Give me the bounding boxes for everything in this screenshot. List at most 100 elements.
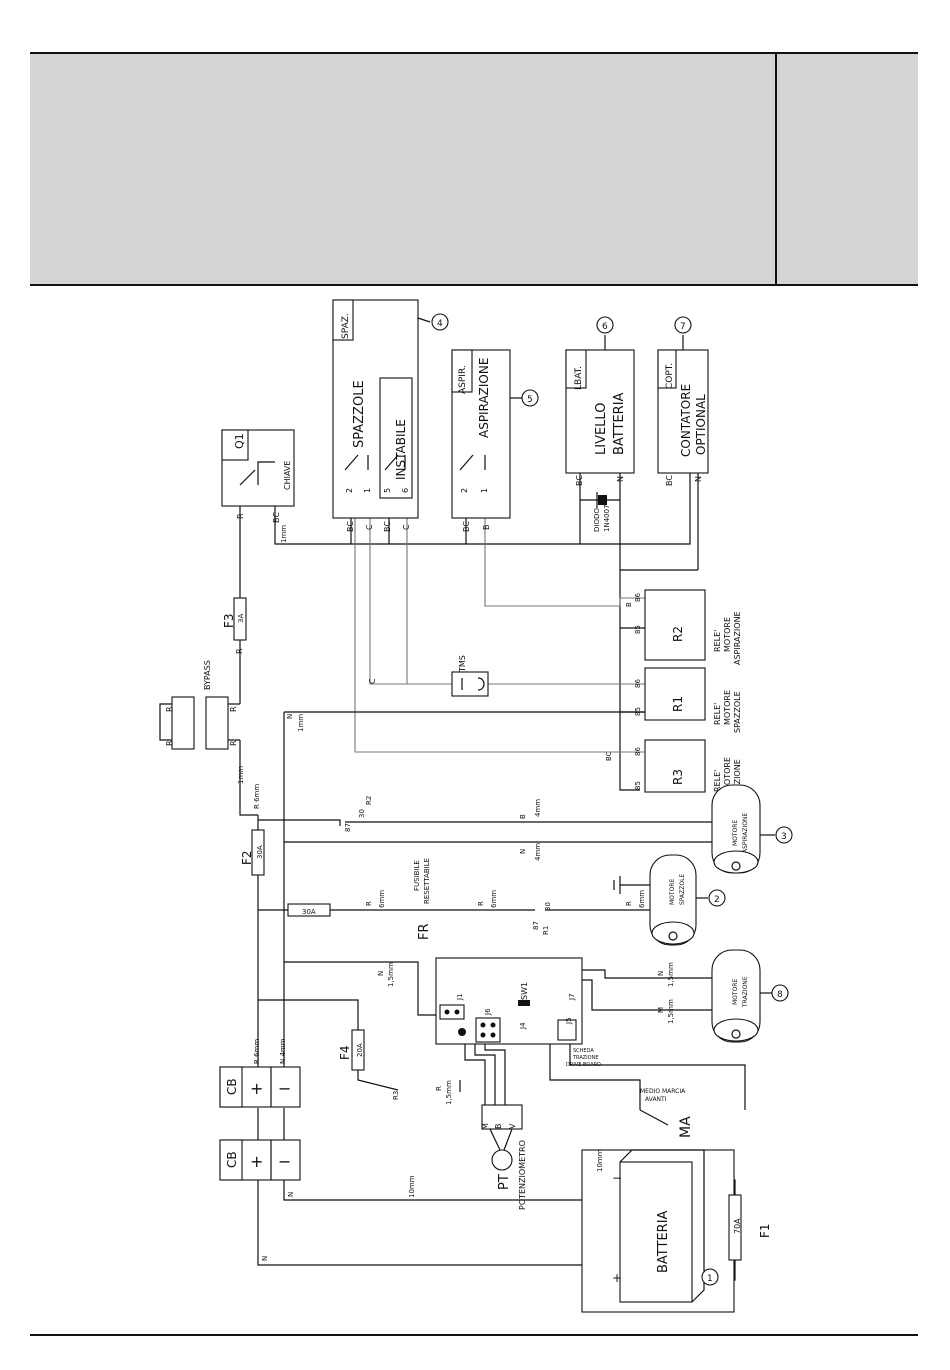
r2-line2: MOTORE <box>723 617 732 652</box>
tms-thermal: TMS C <box>368 655 489 697</box>
potentiometer: M B V PT POTENZIOMETRO <box>481 1104 527 1210</box>
wl-b-r2: B <box>625 602 633 607</box>
copt-name2: OPTIONAL <box>694 394 708 455</box>
wl-n-842: N <box>519 849 527 854</box>
tms-wire-c: C <box>368 678 377 684</box>
aspir-wire-b: B <box>482 525 491 531</box>
wl-15mm-r3: 1,5mm <box>445 1080 453 1105</box>
wl-n-1200: N <box>287 1192 295 1197</box>
pt-pin-b: B <box>494 1124 503 1130</box>
ma-line1: MEDIO MARCIA <box>640 1088 686 1095</box>
q1-wire-bc: BC <box>272 512 281 523</box>
wl-m-traz: M <box>657 1007 665 1013</box>
wl-r3: R3 <box>392 1091 400 1100</box>
cb1-plus: + <box>250 1079 263 1098</box>
wl-n-962: N <box>377 971 385 976</box>
fr-line2: RESETTABILE <box>423 858 431 904</box>
contatore-optional: COPT. CONTATORE OPTIONAL BC N 7 <box>657 316 709 486</box>
lbat-name1: LIVELLO <box>594 403 609 455</box>
motor-trazione: MOTORE TRAZIONE 8 <box>711 949 789 1043</box>
q1-wire-r: R <box>236 513 245 519</box>
spaz-ref: 4 <box>437 319 443 329</box>
spaz-pin-6: 6 <box>401 488 410 493</box>
wl-15mm-962: 1,5mm <box>387 962 395 987</box>
wl-15mm-traz1: 1,5mm <box>667 962 675 987</box>
bypass-r3: R <box>229 706 238 712</box>
fuse-f1: 70A F1 <box>728 1194 772 1261</box>
relay-r1: R1 86 85 RELE' MOTORE SPAZZOLE <box>634 667 742 733</box>
aspir-tag: ASPIR. <box>458 365 468 394</box>
fuse-f2: 30A F2 R 6mm <box>240 784 265 876</box>
battery-name: BATTERIA <box>656 1210 671 1273</box>
wl-n-1265: N <box>261 1256 269 1261</box>
aspir-pin-2: 2 <box>460 488 469 493</box>
f4-rating: 20A <box>356 1043 364 1057</box>
m-asp-line1: MOTORE <box>732 820 739 846</box>
lbat-ref: 6 <box>602 322 608 332</box>
relay-r3: R3 86 85 RELE' MOTORE TRAZIONE <box>634 739 742 801</box>
m-spaz-line2: SPAZZOLE <box>679 874 686 905</box>
wire-labels: N 1mm 87 30 R2 B 4mm N 4mm R 6mm R 6mm 8… <box>261 602 675 1261</box>
spaz-pin-1: 1 <box>363 488 372 493</box>
cb2-tag: CB <box>225 1151 239 1168</box>
f2-r6mm: R 6mm <box>253 784 261 809</box>
ma-tag: MA <box>678 1116 694 1138</box>
r2-tag: R2 <box>671 626 685 642</box>
wl-r-spaz: R <box>625 901 633 906</box>
spaz-wire-bc2: BC <box>383 521 392 532</box>
copt-wire-bc: BC <box>665 475 674 486</box>
wl-r1: R1 <box>542 926 550 935</box>
traction-drive-board: J1 J6 J4 J5 J7 SW1 SCHEDA TRAZIONE DRIVE… <box>435 957 601 1068</box>
r3-line1: RELE' <box>713 770 722 792</box>
motor-spazzole: MOTORE SPAZZOLE 2 <box>649 854 726 946</box>
m-traz-line2: TRAZIONE <box>742 976 749 1008</box>
copt-tag: COPT. <box>665 363 675 389</box>
copt-ref: 7 <box>680 322 686 332</box>
r3-line2: MOTORE <box>723 757 732 792</box>
pt-name: POTENZIOMETRO <box>518 1140 527 1210</box>
fuse-f3: 3A F3 R <box>222 597 247 654</box>
bypass-r1: R <box>165 706 174 712</box>
r1-tag: R1 <box>671 696 685 712</box>
board-j6: J6 <box>484 1008 492 1016</box>
wl-30-r1: 30 <box>544 902 552 911</box>
copt-name1: CONTATORE <box>679 384 693 457</box>
q1-tag: Q1 <box>233 433 246 449</box>
wl-10mm-1200: 10mm <box>408 1175 416 1198</box>
battery-10mm: 10mm <box>596 1149 604 1172</box>
wl-6mm-910a: 6mm <box>378 890 386 908</box>
board-line1: SCHEDA <box>573 1048 594 1054</box>
fr-line1: FUSIBILE <box>413 860 421 891</box>
tms-tag: TMS <box>458 655 467 673</box>
spaz-tag: SPAZ. <box>341 313 351 339</box>
bypass-connector: BYPASS R R R R 1mm <box>159 660 245 784</box>
f3-wire-r: R <box>235 648 244 654</box>
battery: BATTERIA + − 10mm 1 <box>581 1149 735 1313</box>
board-j5: J5 <box>565 1017 573 1025</box>
r1-pin85: 85 <box>634 707 642 716</box>
r2-pin86: 86 <box>634 593 642 602</box>
m-traz-ref: 8 <box>777 990 783 1000</box>
spaz-pin-5: 5 <box>383 488 392 493</box>
wl-r-910b: R <box>477 901 485 906</box>
motor-aspirazione: MOTORE ASPIRAZIONE 3 <box>711 784 793 874</box>
aspir-name: ASPIRAZIONE <box>477 358 491 438</box>
r1-line2: MOTORE <box>723 690 732 725</box>
bypass-tag: BYPASS <box>203 660 212 690</box>
battery-ref: 1 <box>707 1274 713 1284</box>
wl-b-822: B <box>519 814 527 819</box>
r1-line3: SPAZZOLE <box>733 691 742 733</box>
wl-6mm-910b: 6mm <box>490 890 498 908</box>
r3-line3: TRAZIONE <box>733 759 742 801</box>
wl-30-r2: 30 <box>358 809 366 818</box>
bypass-r2: R <box>165 740 174 746</box>
spaz-wire-c2: C <box>402 524 411 530</box>
r2-line3: ASPIRAZIONE <box>733 611 742 665</box>
diode-label2: 1N4007 <box>603 504 611 532</box>
cb1-r6mm: R 6mm <box>253 1039 261 1064</box>
relay-r2: R2 86 85 RELE' MOTORE ASPIRAZIONE <box>634 589 742 665</box>
header-divider <box>775 54 777 284</box>
ma-line2: AVANTI <box>645 1096 667 1103</box>
spaz-pin-2: 2 <box>345 488 354 493</box>
